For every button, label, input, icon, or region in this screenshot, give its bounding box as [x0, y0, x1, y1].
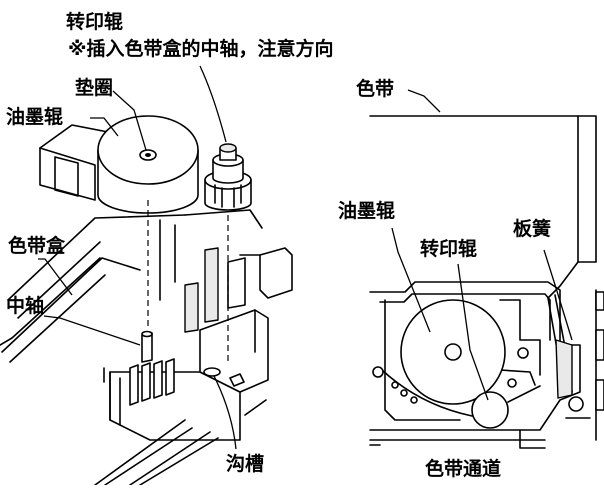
right-ribbon-path-illustration	[369, 115, 604, 449]
label-ribbon-path: 色带通道	[425, 457, 501, 480]
label-transfer-roller-top: 转印辊	[66, 10, 123, 33]
left-cassette-illustration	[0, 115, 293, 486]
right-leader-lines	[391, 89, 573, 401]
label-ribbon-cassette: 色带盒	[8, 234, 66, 257]
label-note-top: ※插入色带盒的中轴，注意方向	[68, 37, 333, 60]
label-center-shaft: 中轴	[6, 294, 44, 317]
diagram-labels: 转印辊 ※插入色带盒的中轴，注意方向 垫圈 油墨辊 色带盒 中轴 沟槽 色带 油…	[6, 10, 551, 480]
label-groove: 沟槽	[226, 452, 264, 475]
left-leader-lines	[38, 65, 237, 450]
label-ribbon: 色带	[356, 77, 394, 100]
label-leaf-spring: 板簧	[513, 217, 551, 240]
label-transfer-roller-right: 转印辊	[420, 237, 477, 260]
label-ink-roller-left: 油墨辊	[6, 105, 63, 128]
label-washer: 垫圈	[75, 77, 113, 99]
label-ink-roller-right: 油墨辊	[338, 199, 395, 222]
